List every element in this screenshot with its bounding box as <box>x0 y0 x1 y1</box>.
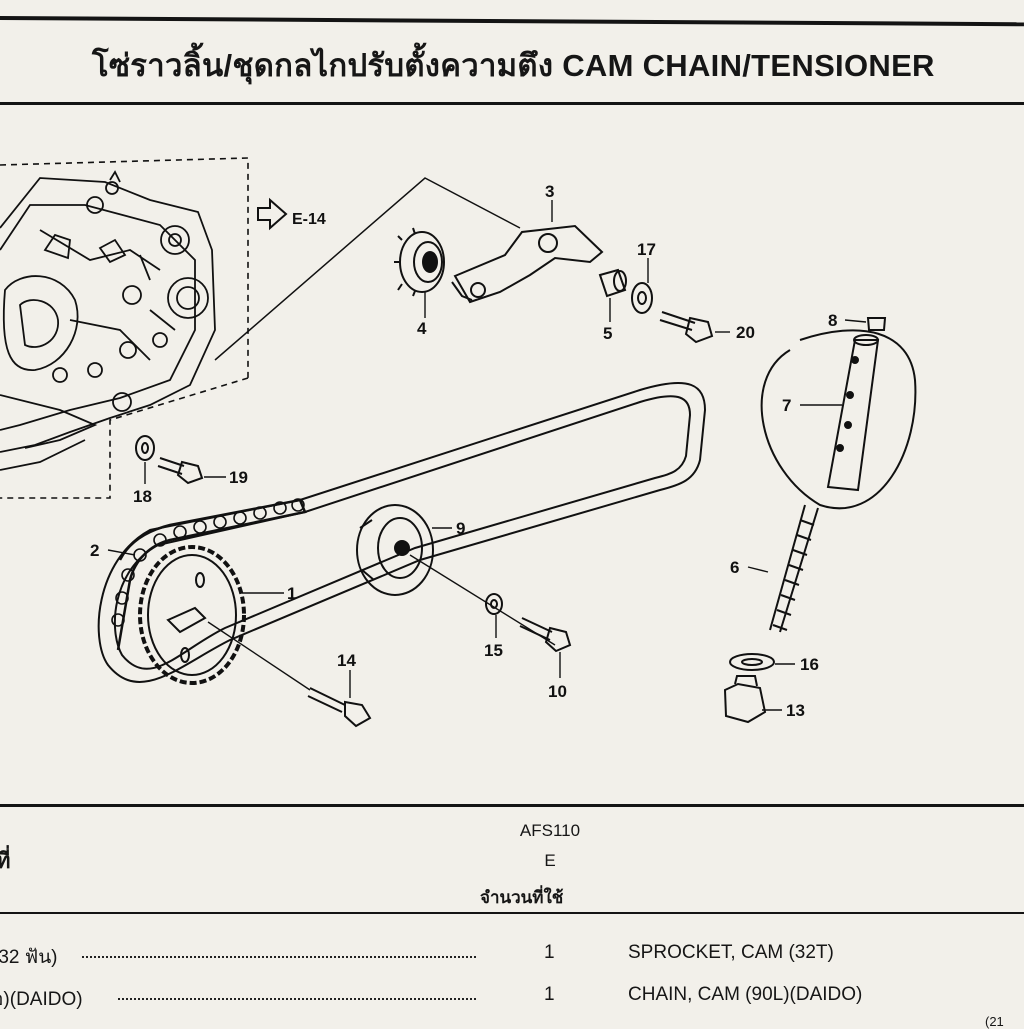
part-3-slipper-arm <box>451 224 604 304</box>
page-title: โซ่ราวลิ้น/ชุดกลไกปรับตั้งความตึง CAM CH… <box>92 48 935 83</box>
callout-18: 16 <box>800 655 819 674</box>
callout-7: 7 <box>782 396 791 415</box>
leader-line <box>214 177 521 361</box>
table-row: (32 ฟัน) 1 SPROCKET, CAM (32T) <box>0 942 1024 972</box>
part-13-sealing-bolt <box>723 675 767 724</box>
model-type: E <box>544 851 556 870</box>
part-16-washer <box>135 435 155 461</box>
callout-20: 20 <box>736 323 755 342</box>
model-name: AFS110 <box>519 821 581 840</box>
callout-16: 18 <box>133 487 152 506</box>
part-4-roller <box>394 227 445 297</box>
top-rule <box>0 16 1024 27</box>
part-20-bolt <box>659 311 714 344</box>
callout-4: 4 <box>417 319 427 338</box>
callout-leaders <box>107 200 867 711</box>
crankcase-half <box>0 170 216 471</box>
table-left-header: ที่ <box>0 848 11 873</box>
table-header-rule <box>0 912 1024 914</box>
part-14-bolt <box>207 621 372 728</box>
part-1-cam-sprocket <box>138 545 246 685</box>
part-19-bolt <box>157 457 204 485</box>
callout-8: 8 <box>828 311 837 330</box>
part-7-tensioner-tube <box>826 334 880 492</box>
part-2-cam-chain <box>97 381 707 683</box>
table-top-rule <box>0 804 1024 807</box>
ref-e14: E-14 <box>292 211 326 228</box>
callout-2: 2 <box>90 541 99 560</box>
row-english-name: SPROCKET, CAM (32T) <box>628 942 834 963</box>
part-15-washer <box>631 282 653 314</box>
crankcase-boundary <box>0 157 249 499</box>
leader-dots <box>82 956 476 958</box>
exploded-parts-diagram: E-14 <box>0 157 917 728</box>
part-5-collar <box>598 268 627 298</box>
callout-5: 5 <box>603 324 612 343</box>
row-english-name: CHAIN, CAM (90L)(DAIDO) <box>628 984 863 1005</box>
row-qty: 1 <box>544 942 555 963</box>
callout-19: 19 <box>229 468 248 487</box>
row-thai-name: อ)(DAIDO) <box>0 989 83 1010</box>
qty-header: จำนวนที่ใช้ <box>480 888 564 907</box>
callout-6: 6 <box>730 558 739 577</box>
callout-10: 10 <box>548 682 567 701</box>
title-rule <box>0 102 1024 105</box>
part-18-washer <box>729 653 775 671</box>
callout-13: 13 <box>786 701 805 720</box>
ref-arrow-icon <box>257 197 288 231</box>
callout-3: 3 <box>545 182 554 201</box>
callout-9: 9 <box>456 519 465 538</box>
table-model: AFS110 E <box>500 820 600 872</box>
part-17-washer <box>485 593 503 615</box>
callout-15: 17 <box>637 240 656 259</box>
page-corner-text: (21 <box>985 1014 1004 1029</box>
callout-17: 15 <box>484 641 503 660</box>
row-qty: 1 <box>544 984 555 1005</box>
part-10-bolt <box>519 617 572 653</box>
part-8-cap <box>866 317 887 331</box>
leader-dots <box>118 998 476 1000</box>
marker-circle <box>760 329 917 510</box>
part-6-spring <box>769 504 819 633</box>
part-9-guide-roller <box>356 504 434 596</box>
callout-1: 1 <box>287 584 296 603</box>
table-row: อ)(DAIDO) 1 CHAIN, CAM (90L)(DAIDO) <box>0 984 1024 1014</box>
row-thai-name: (32 ฟัน) <box>0 947 58 968</box>
callout-14: 14 <box>337 651 356 670</box>
